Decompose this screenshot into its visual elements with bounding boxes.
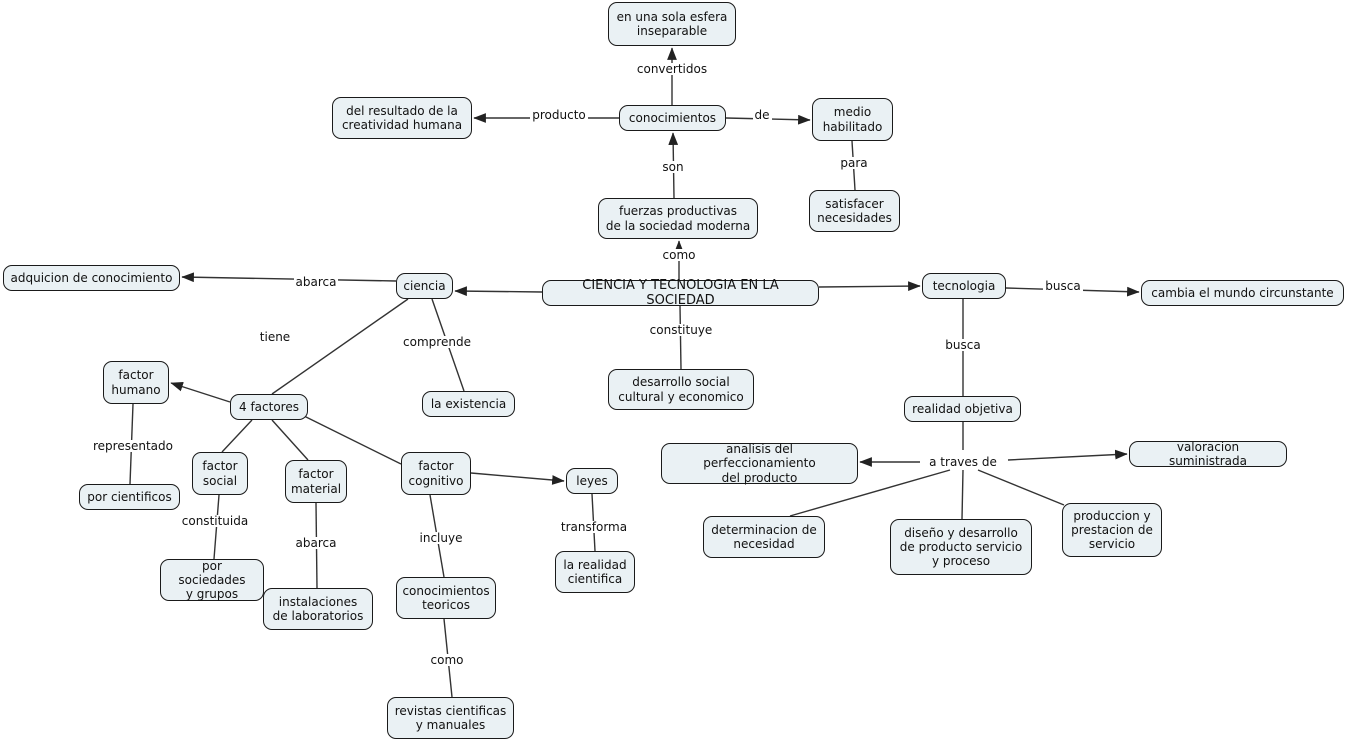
- edge-factor_social-to-sociedades: [213, 494, 220, 560]
- edge-traves-to-determinacion: [789, 469, 951, 517]
- edge-label-factor_humano-por_cientificos: representado: [91, 439, 175, 453]
- edge-label-ciencia-adquicion: abarca: [293, 275, 339, 289]
- edge-label-conocimientos-medio: de: [752, 108, 772, 122]
- node-medio[interactable]: medio habilitado: [812, 98, 893, 141]
- node-revistas[interactable]: revistas cientificas y manuales: [387, 697, 514, 739]
- node-cuatro_factores[interactable]: 4 factores: [230, 394, 308, 420]
- edge-label-central-fuerzas: como: [660, 248, 698, 262]
- node-instalaciones[interactable]: instalaciones de laboratorios: [263, 588, 373, 630]
- edge-label-conocimientos-esfera: convertidos: [634, 62, 710, 76]
- edge-label-conocimientos-creatividad: producto: [530, 108, 588, 122]
- node-valoracion[interactable]: valoracion suministrada: [1129, 440, 1287, 468]
- node-realidad_cien[interactable]: la realidad cientifica: [555, 551, 635, 593]
- edge-label-factor_material-instalaciones: abarca: [293, 536, 339, 550]
- node-central[interactable]: CIENCIA Y TECNOLOGIA EN LA SOCIEDAD: [542, 278, 819, 308]
- edge-central-to-desarrollo: [679, 305, 682, 370]
- node-produccion[interactable]: produccion y prestacion de servicio: [1062, 503, 1162, 557]
- edge-label-tecnologia-cambia: busca: [1043, 279, 1083, 293]
- edge-traves-to-produccion: [977, 469, 1065, 506]
- edge-cuatro_factores-to-factor_social: [221, 419, 253, 453]
- node-esfera[interactable]: en una sola esfera inseparable: [608, 2, 736, 46]
- node-existencia[interactable]: la existencia: [422, 391, 515, 417]
- node-fuerzas[interactable]: fuerzas productivas de la sociedad moder…: [598, 198, 758, 239]
- edge-factor_cognitivo-to-leyes: [470, 472, 565, 485]
- node-tecnologia[interactable]: tecnologia: [922, 273, 1006, 299]
- edge-label-conoc_teoricos-revistas: como: [428, 653, 466, 667]
- edge-ciencia-to-adquicion: [181, 272, 397, 283]
- edge-cuatro_factores-to-factor_material: [271, 419, 309, 461]
- edge-cuatro_factores-to-factor_cognitivo: [299, 413, 402, 465]
- node-factor_material[interactable]: factor material: [285, 460, 347, 503]
- edge-ciencia-to-cuatro_factores: [271, 298, 409, 395]
- edge-central-to-tecnologia: [818, 281, 921, 292]
- edge-traves-to-valoracion: [1007, 449, 1128, 461]
- edge-central-to-ciencia: [454, 286, 543, 297]
- edge-label-traves: a traves de: [927, 455, 999, 469]
- node-cambia[interactable]: cambia el mundo circunstante: [1141, 280, 1344, 306]
- node-conoc_teoricos[interactable]: conocimientos teoricos: [396, 577, 496, 619]
- node-analisis[interactable]: analisis del perfeccionamiento del produ…: [661, 442, 858, 485]
- node-satisfacer[interactable]: satisfacer necesidades: [809, 190, 900, 232]
- edge-label-fuerzas-conocimientos: son: [660, 160, 686, 174]
- edge-label-ciencia-existencia: comprende: [401, 335, 473, 349]
- node-ciencia[interactable]: ciencia: [396, 273, 453, 299]
- node-conocimientos[interactable]: conocimientos: [619, 105, 726, 131]
- node-sociedades[interactable]: por sociedades y grupos: [160, 559, 264, 601]
- edge-label-factor_social-sociedades: constituida: [179, 514, 251, 528]
- node-creatividad[interactable]: del resultado de la creatividad humana: [332, 97, 472, 139]
- node-factor_cognitivo[interactable]: factor cognitivo: [401, 452, 471, 495]
- edge-label-medio-satisfacer: para: [838, 156, 870, 170]
- edge-traves-to-diseno: [961, 469, 964, 520]
- node-por_cientificos[interactable]: por cientificos: [79, 484, 180, 510]
- edge-cuatro_factores-to-factor_humano: [170, 381, 231, 403]
- node-factor_social[interactable]: factor social: [192, 452, 248, 495]
- node-leyes[interactable]: leyes: [566, 468, 618, 494]
- node-diseno[interactable]: diseño y desarrollo de producto servicio…: [890, 519, 1032, 575]
- edge-label-ciencia-cuatro_factores: tiene: [257, 330, 293, 344]
- edge-label-factor_cognitivo-conoc_teoricos: incluye: [417, 531, 465, 545]
- node-determinacion[interactable]: determinacion de necesidad: [703, 516, 825, 558]
- node-realidad_obj[interactable]: realidad objetiva: [904, 396, 1021, 422]
- edge-label-central-desarrollo: constituye: [647, 323, 715, 337]
- edge-label-leyes-realidad_cien: transforma: [558, 520, 630, 534]
- node-adquicion[interactable]: adquicion de conocimiento: [3, 265, 180, 291]
- node-desarrollo[interactable]: desarrollo social cultural y economico: [608, 369, 754, 410]
- edge-label-tecnologia-realidad_obj: busca: [943, 338, 983, 352]
- node-factor_humano[interactable]: factor humano: [103, 361, 169, 404]
